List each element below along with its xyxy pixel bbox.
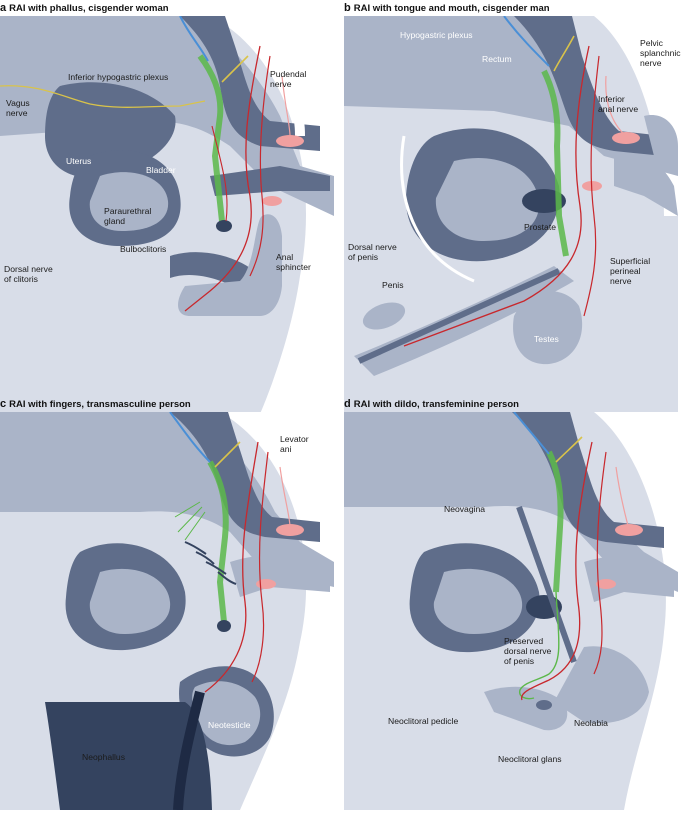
label-neophallus: Neophallus [82, 752, 125, 762]
label-neovagina: Neovagina [444, 504, 486, 514]
label-neoclitoral-pedicle: Neoclitoral pedicle [388, 716, 459, 726]
panel-letter: a [0, 2, 7, 14]
label-uterus: Uterus [66, 156, 92, 166]
anatomy-illustration [0, 16, 334, 414]
label-levator-ani: Levator ani [280, 434, 309, 454]
label-preserved-dorsal-nerve: Preserved dorsal nerve of penis [504, 636, 552, 666]
label-vagus-nerve: Vagus nerve [6, 98, 30, 118]
label-penis: Penis [382, 280, 404, 290]
panel-letter: b [344, 2, 351, 14]
label-inferior-anal-nerve: Inferior anal nerve [598, 94, 639, 114]
label-paraurethral-gland: Paraurethral gland [104, 206, 152, 226]
anatomy-illustration [344, 412, 678, 810]
label-rectum: Rectum [482, 54, 512, 64]
label-neolabia: Neolabia [574, 718, 608, 728]
label-inferior-hypogastric-plexus: Inferior hypogastric plexus [68, 72, 169, 82]
label-testes: Testes [534, 334, 559, 344]
label-superficial-perineal-nerve: Superficial perineal nerve [610, 256, 651, 286]
label-pudendal-nerve: Pudendal nerve [270, 69, 307, 89]
label-bulboclitoris: Bulboclitoris [120, 244, 167, 254]
label-neoclitoral-glans: Neoclitoral glans [498, 754, 562, 764]
label-hypogastric-plexus: Hypogastric plexus [400, 30, 473, 40]
anatomy-illustration [344, 16, 678, 414]
anatomy-illustration [0, 412, 334, 810]
label-prostate: Prostate [524, 222, 557, 232]
label-anal-sphincter: Anal sphincter [276, 252, 311, 272]
label-bladder: Bladder [146, 165, 176, 175]
label-dorsal-nerve-clitoris: Dorsal nerve of clitoris [4, 264, 53, 284]
label-dorsal-nerve-penis: Dorsal nerve of penis [348, 242, 397, 262]
label-neotesticle: Neotesticle [208, 720, 251, 730]
label-pelvic-splanchnic-nerve: Pelvic splanchnic nerve [640, 38, 681, 68]
panel-letter: d [344, 398, 351, 410]
panel-letter: c [0, 398, 7, 410]
